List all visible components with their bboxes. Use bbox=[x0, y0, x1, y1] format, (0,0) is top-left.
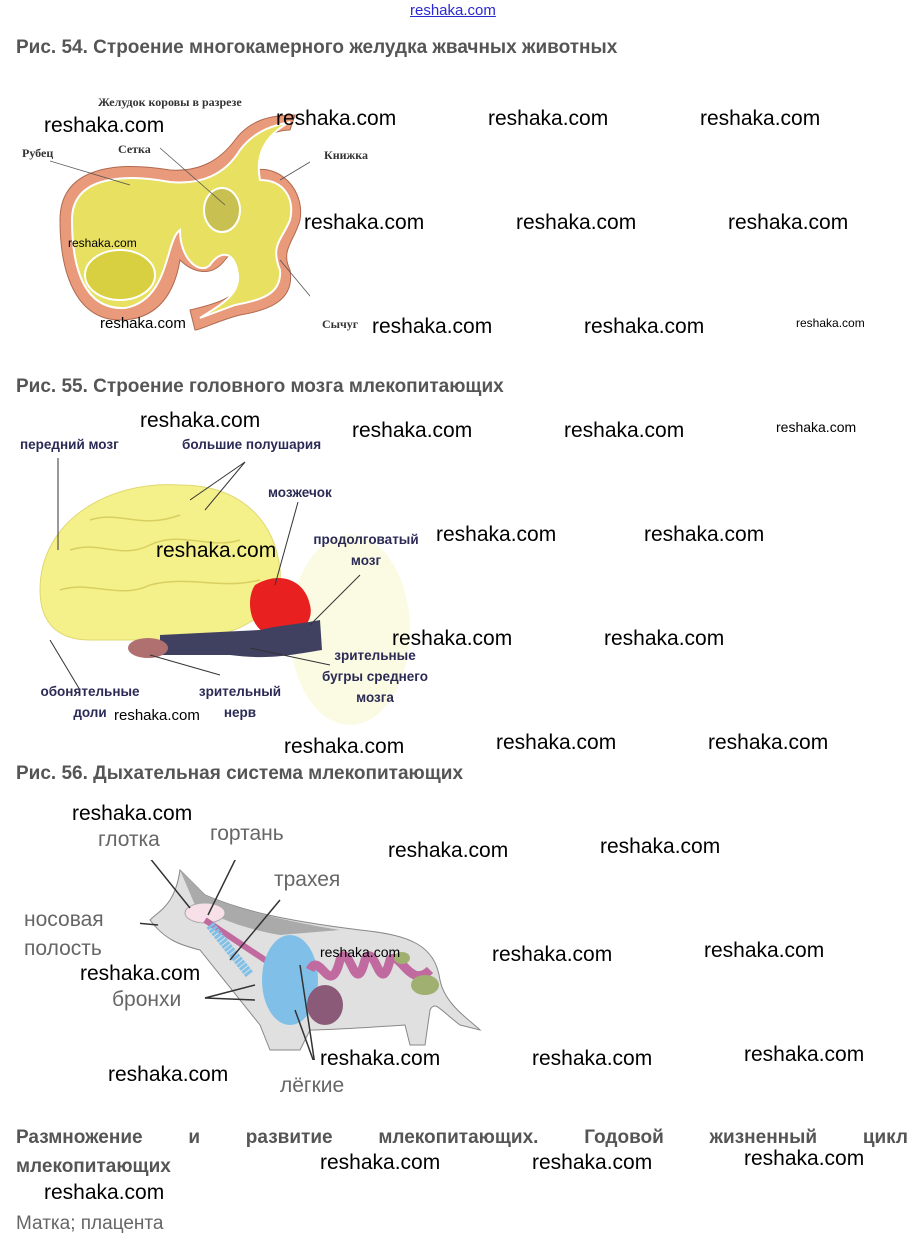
answer-text: Матка; плацента bbox=[16, 1213, 164, 1234]
watermark: reshaka.com bbox=[532, 1151, 653, 1174]
label-lungs: лёгкие bbox=[280, 1074, 345, 1097]
watermark: reshaka.com bbox=[492, 943, 613, 966]
watermark: reshaka.com bbox=[700, 107, 821, 130]
watermark: reshaka.com bbox=[140, 409, 261, 432]
label-medulla: продолговатый мозг bbox=[313, 532, 419, 568]
figure-56-title: Рис. 56. Дыхательная система млекопитающ… bbox=[16, 763, 464, 784]
label-rumen: Рубец bbox=[22, 146, 54, 160]
watermark: reshaka.com bbox=[320, 944, 401, 960]
watermark: reshaka.com bbox=[644, 523, 765, 546]
label-pharynx: глотка bbox=[98, 828, 160, 851]
site-link[interactable]: reshaka.com bbox=[410, 2, 496, 19]
watermark: reshaka.com bbox=[156, 539, 277, 562]
watermark: reshaka.com bbox=[392, 627, 513, 650]
watermark: reshaka.com bbox=[372, 315, 493, 338]
watermark: reshaka.com bbox=[100, 315, 186, 332]
watermark: reshaka.com bbox=[68, 236, 137, 250]
watermark: reshaka.com bbox=[108, 1063, 229, 1086]
watermark: reshaka.com bbox=[44, 1181, 165, 1204]
brain-illustration bbox=[39, 458, 410, 725]
watermark: reshaka.com bbox=[564, 419, 685, 442]
watermark: reshaka.com bbox=[320, 1151, 441, 1174]
watermark: reshaka.com bbox=[114, 707, 200, 724]
label-forebrain: передний мозг bbox=[20, 437, 119, 452]
label-midbrain: зрительные бугры среднего мозга bbox=[321, 648, 428, 705]
label-larynx: гортань bbox=[210, 822, 284, 845]
watermark: reshaka.com bbox=[744, 1147, 865, 1170]
watermark: reshaka.com bbox=[584, 315, 705, 338]
watermark: reshaka.com bbox=[708, 731, 829, 754]
watermark: reshaka.com bbox=[776, 419, 857, 435]
figure-54-title: Рис. 54. Строение многокамерного желудка… bbox=[16, 37, 618, 58]
watermark: reshaka.com bbox=[516, 211, 637, 234]
watermark: reshaka.com bbox=[496, 731, 617, 754]
label-omasum: Книжка bbox=[324, 148, 368, 162]
watermark: reshaka.com bbox=[600, 835, 721, 858]
watermark: reshaka.com bbox=[320, 1047, 441, 1070]
label-reticulum: Сетка bbox=[118, 142, 151, 156]
watermark: reshaka.com bbox=[72, 802, 193, 825]
watermark: reshaka.com bbox=[388, 839, 509, 862]
watermark: reshaka.com bbox=[80, 962, 201, 985]
watermark: reshaka.com bbox=[728, 211, 849, 234]
watermark: reshaka.com bbox=[604, 627, 725, 650]
label-abomasum: Сычуг bbox=[322, 317, 359, 331]
watermark: reshaka.com bbox=[532, 1047, 653, 1070]
watermark: reshaka.com bbox=[796, 316, 865, 330]
watermark: reshaka.com bbox=[284, 735, 405, 758]
section-heading-continued: млекопитающих bbox=[16, 1156, 171, 1177]
stomach-caption: Желудок коровы в разрезе bbox=[98, 95, 242, 109]
label-bronchi: бронхи bbox=[112, 988, 182, 1011]
label-trachea: трахея bbox=[274, 868, 341, 891]
label-hemispheres: большие полушария bbox=[182, 437, 322, 452]
watermark: reshaka.com bbox=[488, 107, 609, 130]
label-nasal: носовая bbox=[24, 908, 104, 931]
watermark: reshaka.com bbox=[436, 523, 557, 546]
watermark: reshaka.com bbox=[276, 107, 397, 130]
watermark: reshaka.com bbox=[304, 211, 425, 234]
watermark: reshaka.com bbox=[352, 419, 473, 442]
respiratory-system-illustration bbox=[140, 860, 482, 1060]
watermark: reshaka.com bbox=[704, 939, 825, 962]
watermark: reshaka.com bbox=[44, 114, 165, 137]
section-heading: Размножение и развитие млекопитающих. Го… bbox=[16, 1127, 908, 1148]
label-optic-nerve: зрительный нерв bbox=[198, 684, 282, 720]
label-cavity: полость bbox=[24, 937, 102, 960]
cow-stomach-illustration bbox=[50, 114, 310, 331]
figure-55-title: Рис. 55. Строение головного мозга млекоп… bbox=[16, 376, 504, 397]
watermark: reshaka.com bbox=[744, 1043, 865, 1066]
label-olfactory-lobes: обонятельные доли bbox=[40, 684, 140, 720]
label-cerebellum: мозжечок bbox=[268, 485, 332, 500]
